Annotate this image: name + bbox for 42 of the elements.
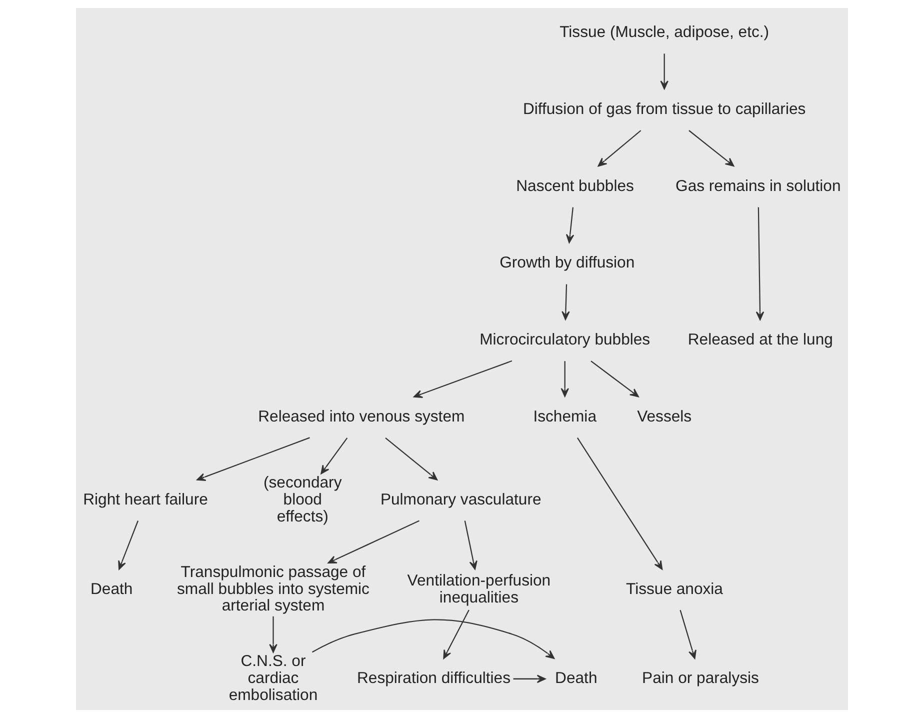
- node-text: Right heart failure: [83, 491, 208, 508]
- node-text: Microcirculatory bubbles: [480, 332, 650, 349]
- arrow: [414, 360, 512, 398]
- arrow: [562, 284, 570, 320]
- arrow: [320, 438, 348, 474]
- arrow: [269, 616, 278, 653]
- arrow: [196, 437, 310, 481]
- node-text: Respiration difficulties: [356, 670, 510, 688]
- node-text: Released into venous system: [258, 408, 465, 426]
- arrow: [385, 437, 438, 480]
- node-text: Death: [90, 580, 133, 598]
- node-text: Tissue anoxia: [626, 580, 723, 598]
- node-text: Gas remains in solution: [676, 178, 841, 195]
- node-text: Death: [555, 670, 598, 688]
- node-text: Nascent bubbles: [516, 178, 634, 195]
- arrow: [560, 361, 569, 397]
- arrow: [576, 438, 663, 570]
- arrow: [660, 54, 668, 90]
- arrow: [590, 360, 639, 398]
- arrow: [688, 130, 734, 167]
- node-text: Pain or paralysis: [642, 670, 759, 688]
- node-text: Diffusion of gas from tissue to capillaries: [522, 100, 806, 118]
- node-text: Ventilation-perfusion inequalities: [407, 572, 551, 606]
- arrow: [464, 520, 478, 570]
- node-text: Pulmonary vasculature: [380, 491, 542, 508]
- node-text: Released at the lung: [688, 332, 833, 349]
- arrow: [443, 610, 470, 660]
- arrow: [513, 674, 546, 683]
- arrow: [566, 207, 574, 244]
- arrow: [328, 520, 420, 564]
- arrow: [756, 207, 764, 320]
- arrow: [118, 520, 139, 570]
- arrow: [598, 130, 642, 167]
- arrow: [312, 619, 555, 659]
- node-text: Transpulmonic passage of small bubbles into systemic arterial system: [177, 564, 370, 615]
- node-text: Vessels: [637, 408, 692, 426]
- arrow: [680, 610, 696, 660]
- node-text: Growth by diffusion: [500, 254, 635, 272]
- node-text: C.N.S. or cardiac embolisation: [228, 653, 318, 704]
- node-text: (secondary blood effects): [264, 474, 342, 526]
- node-text: Tissue (Muscle, adipose, etc.): [560, 24, 770, 42]
- node-text: Ischemia: [533, 408, 596, 426]
